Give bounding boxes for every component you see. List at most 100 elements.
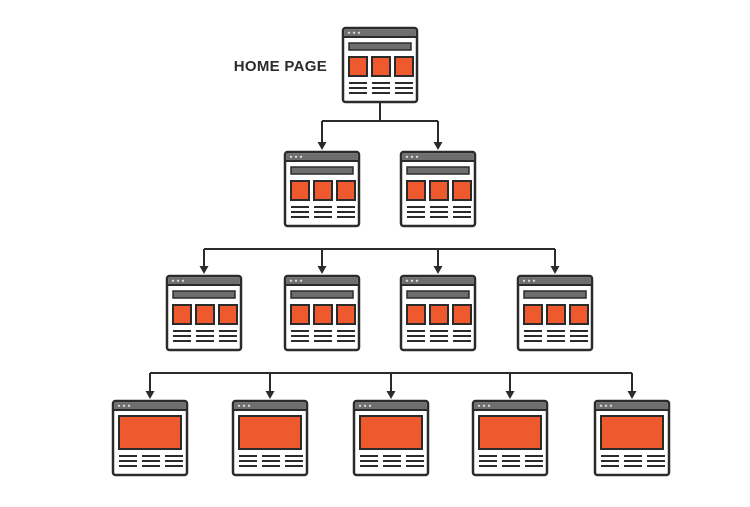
content-block — [394, 56, 414, 77]
browser-dot-icon — [299, 279, 303, 282]
content-block — [290, 180, 310, 201]
page-icon-level-3-1 — [111, 399, 189, 477]
content-block — [336, 180, 356, 201]
content-block — [313, 180, 333, 201]
browser-dot-icon — [181, 279, 185, 282]
browser-dot-icon — [527, 279, 531, 282]
arrow-head-icon — [265, 391, 275, 399]
content-block — [336, 304, 356, 325]
page-icon-level-2-2 — [283, 274, 361, 352]
browser-dot-icon — [117, 404, 121, 407]
title-bar — [406, 290, 470, 299]
browser-dot-icon — [289, 155, 293, 158]
connectors — [145, 102, 637, 399]
browser-header-bar — [234, 402, 306, 410]
content-block — [523, 304, 543, 325]
arrow-head-icon — [550, 266, 560, 274]
title-bar — [172, 290, 236, 299]
title-bar — [290, 166, 354, 175]
arrow-head-icon — [317, 266, 327, 274]
browser-dot-icon — [482, 404, 486, 407]
content-block — [313, 304, 333, 325]
browser-dot-icon — [410, 155, 414, 158]
hero-block — [359, 415, 423, 450]
content-block — [218, 304, 238, 325]
browser-dot-icon — [237, 404, 241, 407]
browser-dot-icon — [532, 279, 536, 282]
arrow-head-icon — [199, 266, 209, 274]
page-icon-level-2-3 — [399, 274, 477, 352]
browser-header-bar — [402, 153, 474, 161]
title-bar — [406, 166, 470, 175]
page-icon-level-3-5 — [593, 399, 671, 477]
arrow-head-icon — [386, 391, 396, 399]
hero-block — [478, 415, 542, 450]
content-block — [172, 304, 192, 325]
browser-dot-icon — [347, 31, 351, 34]
browser-dot-icon — [368, 404, 372, 407]
browser-dot-icon — [358, 404, 362, 407]
browser-dot-icon — [122, 404, 126, 407]
content-block — [406, 180, 426, 201]
browser-dot-icon — [247, 404, 251, 407]
browser-header-bar — [168, 277, 240, 285]
browser-dot-icon — [299, 155, 303, 158]
browser-header-bar — [344, 29, 416, 37]
browser-header-bar — [286, 277, 358, 285]
browser-header-bar — [114, 402, 186, 410]
page-icon-level-1-2 — [399, 150, 477, 228]
arrow-head-icon — [505, 391, 515, 399]
browser-dot-icon — [477, 404, 481, 407]
browser-dot-icon — [487, 404, 491, 407]
browser-dot-icon — [363, 404, 367, 407]
content-block — [371, 56, 391, 77]
pages — [111, 26, 671, 477]
page-icon-level-3-2 — [231, 399, 309, 477]
browser-dot-icon — [415, 155, 419, 158]
hero-block — [118, 415, 182, 450]
browser-dot-icon — [405, 155, 409, 158]
content-block — [195, 304, 215, 325]
arrow-head-icon — [627, 391, 637, 399]
browser-dot-icon — [176, 279, 180, 282]
hero-block — [600, 415, 664, 450]
home-page-label: HOME PAGE — [234, 58, 327, 75]
browser-dot-icon — [415, 279, 419, 282]
browser-header-bar — [355, 402, 427, 410]
browser-dot-icon — [599, 404, 603, 407]
content-block — [429, 180, 449, 201]
browser-header-bar — [519, 277, 591, 285]
title-bar — [290, 290, 354, 299]
page-icon-level-1-1 — [283, 150, 361, 228]
arrow-head-icon — [433, 266, 443, 274]
page-icon-level-3-4 — [471, 399, 549, 477]
browser-dot-icon — [289, 279, 293, 282]
browser-dot-icon — [609, 404, 613, 407]
content-block — [452, 304, 472, 325]
browser-header-bar — [402, 277, 474, 285]
browser-dot-icon — [604, 404, 608, 407]
content-block — [569, 304, 589, 325]
content-block — [546, 304, 566, 325]
arrow-head-icon — [317, 142, 327, 150]
browser-dot-icon — [242, 404, 246, 407]
browser-dot-icon — [357, 31, 361, 34]
browser-dot-icon — [352, 31, 356, 34]
browser-dot-icon — [294, 279, 298, 282]
browser-dot-icon — [294, 155, 298, 158]
hero-block — [238, 415, 302, 450]
browser-dot-icon — [171, 279, 175, 282]
content-block — [429, 304, 449, 325]
content-block — [406, 304, 426, 325]
browser-dot-icon — [405, 279, 409, 282]
browser-dot-icon — [522, 279, 526, 282]
page-icon-level-2-4 — [516, 274, 594, 352]
browser-header-bar — [474, 402, 546, 410]
arrow-head-icon — [433, 142, 443, 150]
browser-header-bar — [596, 402, 668, 410]
page-icon-level-3-3 — [352, 399, 430, 477]
browser-dot-icon — [127, 404, 131, 407]
browser-header-bar — [286, 153, 358, 161]
home-page-icon — [341, 26, 419, 104]
